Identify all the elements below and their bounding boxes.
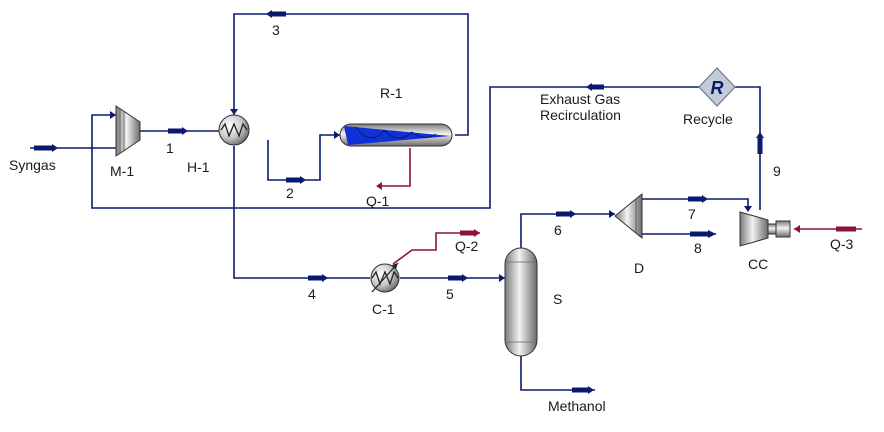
label-stream-2: 2 [286,185,294,201]
stream-7[interactable] [642,195,752,212]
label-stream-7: 7 [688,206,696,222]
reactor-r1[interactable] [339,123,453,147]
label-stream-3: 3 [272,22,280,38]
label-c1: C-1 [372,301,395,317]
heat-exchanger-h1[interactable] [218,114,250,146]
label-compressor: CC [748,256,768,272]
separator-s[interactable] [504,247,538,357]
stream-egr-recycle[interactable] [91,83,761,209]
label-recycle: Recycle [683,111,733,127]
label-splitter: D [634,260,644,276]
label-stream-4: 4 [308,286,316,302]
stream-8[interactable] [642,230,716,238]
label-stream-1: 1 [166,140,174,156]
label-q2: Q-2 [455,238,479,254]
energy-stream-q1[interactable] [376,148,411,190]
label-m1: M-1 [110,163,134,179]
stream-methanol[interactable] [520,356,595,394]
compressor-cc[interactable] [739,211,791,247]
energy-stream-q3[interactable] [794,225,862,233]
cooler-c1[interactable] [370,262,400,293]
stream-1[interactable] [140,127,222,135]
label-q3: Q-3 [830,236,854,252]
stream-6[interactable] [520,210,615,248]
label-q1: Q-1 [366,193,390,209]
label-egr-line1: Exhaust Gas [540,91,620,107]
stream-9[interactable] [756,132,764,210]
stream-5[interactable] [400,274,505,282]
recycle-block[interactable]: R [698,67,736,107]
label-stream-8: 8 [694,240,702,256]
label-h1: H-1 [187,159,210,175]
stream-2[interactable] [267,131,340,184]
label-syngas: Syngas [9,157,56,173]
label-stream-6: 6 [554,222,562,238]
label-stream-9: 9 [773,163,781,179]
mixer-m1[interactable] [115,105,141,157]
label-egr-line2: Recirculation [540,107,621,123]
splitter-d[interactable] [614,192,643,240]
energy-stream-q2[interactable] [392,229,480,265]
stream-4[interactable] [233,146,370,282]
label-separator: S [553,291,562,307]
recycle-symbol: R [711,78,724,98]
stream-3[interactable] [230,10,469,136]
label-stream-5: 5 [446,286,454,302]
label-methanol: Methanol [548,398,606,414]
label-r1: R-1 [380,85,403,101]
stream-syngas[interactable] [30,144,116,152]
